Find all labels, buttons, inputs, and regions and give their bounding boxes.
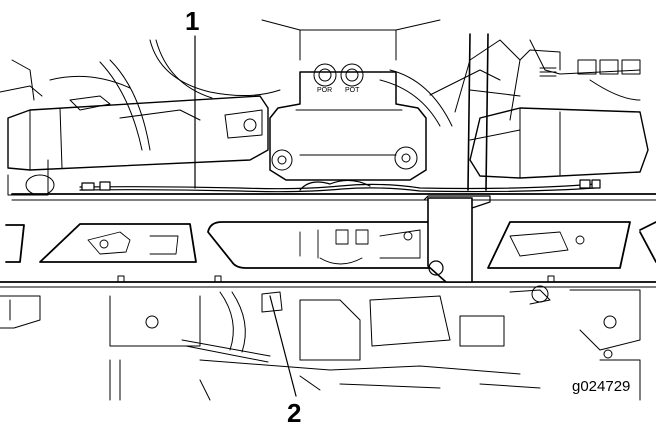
frame-cross-member bbox=[0, 193, 656, 288]
frame-column bbox=[423, 195, 491, 283]
callout-1-label: 1 bbox=[185, 6, 200, 36]
port-label-por: POR bbox=[317, 87, 332, 94]
wire-harness bbox=[79, 179, 601, 193]
upper-machinery: POR POT bbox=[0, 19, 649, 196]
lower-machinery bbox=[0, 285, 641, 401]
slot-internals bbox=[87, 229, 585, 265]
leader-line-2 bbox=[269, 295, 297, 397]
port-label-pot: POT bbox=[345, 87, 360, 94]
callout-2-label: 2 bbox=[287, 398, 302, 428]
figure-id: g024729 bbox=[572, 378, 631, 395]
